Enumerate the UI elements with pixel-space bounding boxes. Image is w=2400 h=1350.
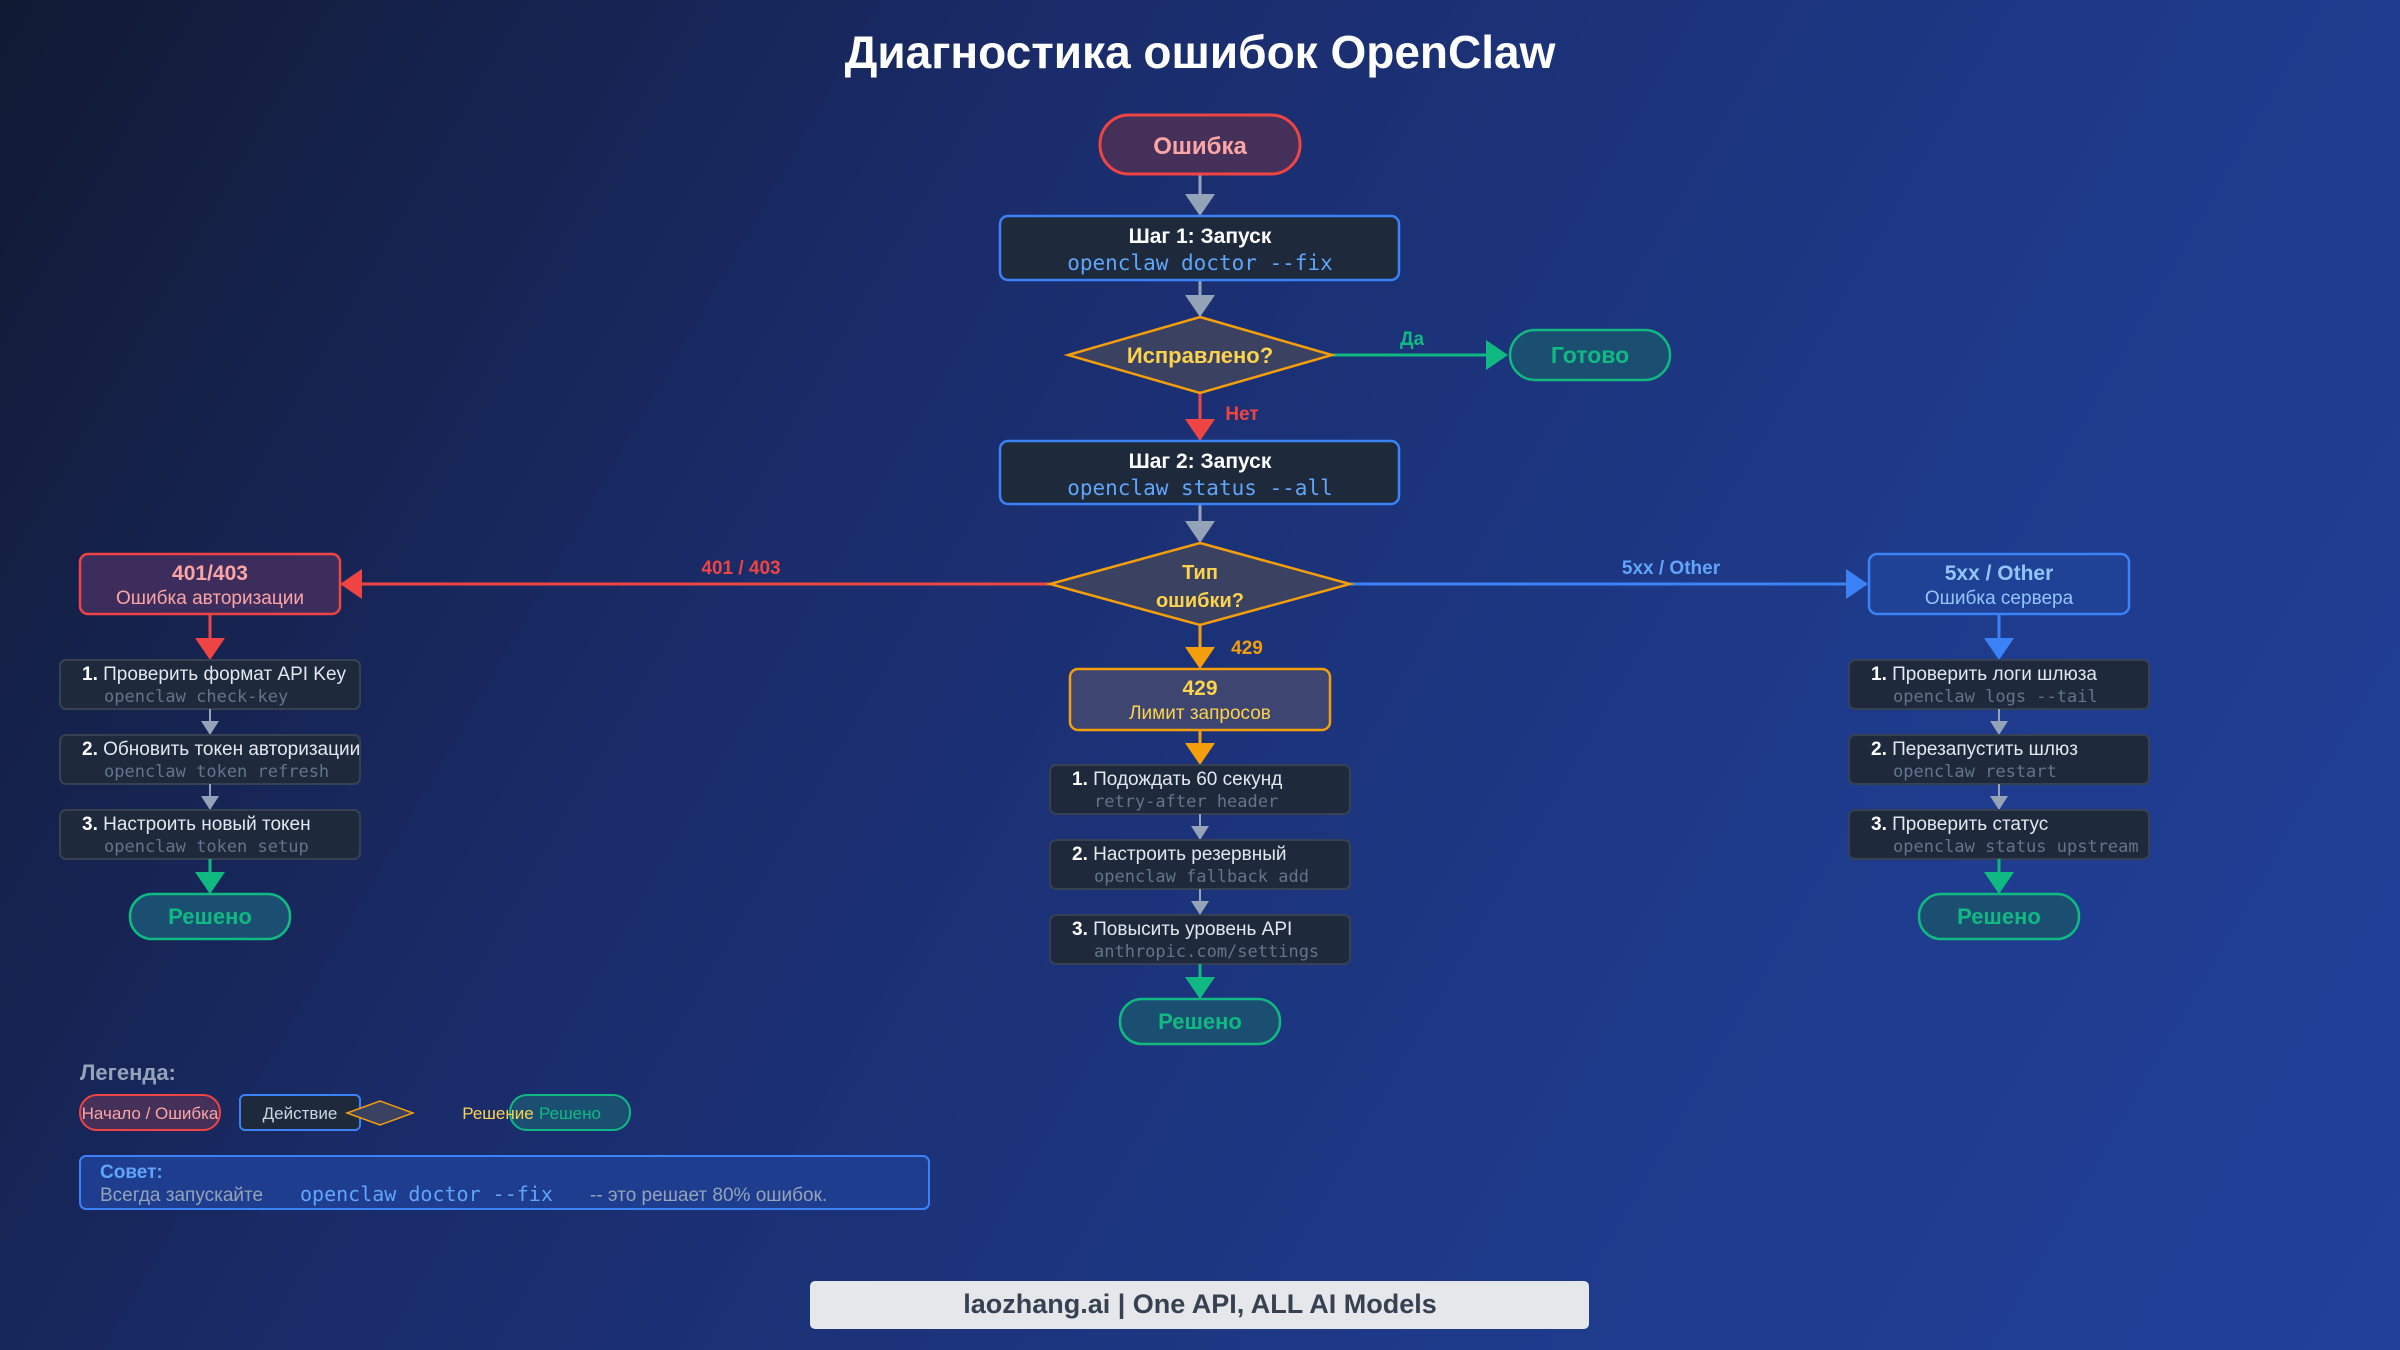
svg-text:1. Подождать 60 секунд: 1. Подождать 60 секунд (1072, 769, 1282, 790)
svg-text:3. Проверить статус: 3. Проверить статус (1871, 814, 2048, 835)
tip-text-before: Всегда запускайте (100, 1185, 263, 1206)
type-question-line2: ошибки? (1156, 590, 1244, 612)
step-command: openclaw token setup (104, 837, 309, 857)
step1-node: Шаг 1: Запуск openclaw doctor --fix (998, 214, 1401, 282)
step2-title: Шаг 2: Запуск (1129, 450, 1272, 473)
step-number: 3. (82, 814, 98, 835)
step-text: Настроить новый токен (103, 814, 310, 835)
edge-label-no: Нет (1225, 404, 1258, 425)
auth-error-code: 401/403 (172, 562, 248, 585)
auth-resolved-label: Решено (168, 904, 252, 929)
rate-error-code: 429 (1182, 677, 1217, 700)
edge-label-auth: 401 / 403 (701, 558, 780, 579)
edge-label-yes: Да (1400, 329, 1425, 350)
fixed-decision: Исправлено? (1063, 315, 1337, 395)
svg-text:3. Повысить уровень API: 3. Повысить уровень API (1072, 919, 1292, 940)
legend-decision: Решение (462, 1104, 533, 1123)
svg-text:2. Обновить токен авторизации: 2. Обновить токен авторизации (82, 739, 360, 760)
legend-resolved: Решено (539, 1104, 601, 1123)
step-command: openclaw check-key (104, 687, 288, 707)
step-text: Проверить статус (1892, 814, 2048, 835)
tip-title: Совет: (100, 1162, 163, 1183)
step1-command: openclaw doctor --fix (1067, 251, 1333, 275)
step-number: 2. (82, 739, 98, 760)
legend-action: Действие (263, 1104, 338, 1123)
step2-node: Шаг 2: Запуск openclaw status --all (998, 439, 1401, 506)
legend-decision-shape (344, 1100, 416, 1126)
step-number: 3. (1072, 919, 1088, 940)
tip-box: Совет: Всегда запускайте openclaw doctor… (79, 1155, 930, 1210)
svg-text:2. Перезапустить шлюз: 2. Перезапустить шлюз (1871, 739, 2078, 760)
svg-text:3. Настроить новый токен: 3. Настроить новый токен (82, 814, 311, 835)
start-label: Ошибка (1153, 133, 1247, 160)
step-number: 2. (1072, 844, 1088, 865)
step2-command: openclaw status --all (1067, 476, 1333, 500)
step-command: openclaw logs --tail (1893, 687, 2098, 707)
type-question-line1: Тип (1182, 562, 1218, 584)
start-node: Ошибка (1098, 113, 1302, 176)
rate-error-name: Лимит запросов (1129, 703, 1271, 724)
step-text: Перезапустить шлюз (1892, 739, 2078, 760)
auth-resolved-node: Решено (128, 892, 292, 941)
step-command: openclaw status upstream (1893, 837, 2139, 857)
step-text: Подождать 60 секунд (1093, 769, 1282, 790)
edge-label-server: 5xx / Other (1622, 558, 1721, 579)
done-node: Готово (1508, 328, 1672, 382)
legend-title: Легенда: (80, 1060, 176, 1085)
step-number: 1. (82, 664, 98, 685)
edge-label-rate: 429 (1231, 638, 1263, 659)
step-number: 3. (1871, 814, 1887, 835)
step-command: openclaw token refresh (104, 762, 329, 782)
step-text: Настроить резервный (1093, 844, 1286, 865)
footer-banner: laozhang.ai | One API, ALL AI Models (810, 1281, 1589, 1329)
step-text: Обновить токен авторизации (103, 739, 360, 760)
step-text: Повысить уровень API (1093, 919, 1292, 940)
step-text: Проверить логи шлюза (1892, 664, 2097, 685)
auth-error-name: Ошибка авторизации (116, 588, 304, 609)
svg-text:1. Проверить формат API Key: 1. Проверить формат API Key (82, 664, 347, 685)
rate-resolved-label: Решено (1158, 1009, 1242, 1034)
rate-resolved-node: Решено (1118, 997, 1282, 1046)
fixed-question: Исправлено? (1127, 343, 1273, 368)
server-error-name: Ошибка сервера (1925, 588, 2074, 609)
step-command: openclaw restart (1893, 762, 2057, 782)
done-label: Готово (1551, 342, 1629, 368)
legend: Легенда: Начало / Ошибка Действие Решени… (79, 1060, 631, 1131)
page-title: Диагностика ошибок OpenClaw (845, 26, 1556, 78)
svg-text:1. Проверить логи шлюза: 1. Проверить логи шлюза (1871, 664, 2097, 685)
step-command: retry-after header (1094, 792, 1278, 812)
step-number: 2. (1871, 739, 1887, 760)
server-error-code: 5xx / Other (1945, 562, 2054, 585)
step1-title: Шаг 1: Запуск (1129, 225, 1272, 248)
tip-text-after: -- это решает 80% ошибок. (590, 1185, 827, 1206)
svg-text:2. Настроить резервный: 2. Настроить резервный (1072, 844, 1286, 865)
step-command: anthropic.com/settings (1094, 942, 1319, 962)
tip-command: openclaw doctor --fix (300, 1182, 553, 1206)
footer-text: laozhang.ai | One API, ALL AI Models (963, 1289, 1437, 1319)
legend-start: Начало / Ошибка (82, 1104, 219, 1123)
step-command: openclaw fallback add (1094, 867, 1309, 887)
step-text: Проверить формат API Key (103, 664, 346, 685)
step-number: 1. (1072, 769, 1088, 790)
server-resolved-label: Решено (1957, 904, 2041, 929)
rate-step-3: 3. Повысить уровень APIanthropic.com/set… (1049, 914, 1351, 965)
server-resolved-node: Решено (1917, 892, 2081, 941)
type-decision: Тип ошибки? (1045, 541, 1355, 627)
step-number: 1. (1871, 664, 1887, 685)
